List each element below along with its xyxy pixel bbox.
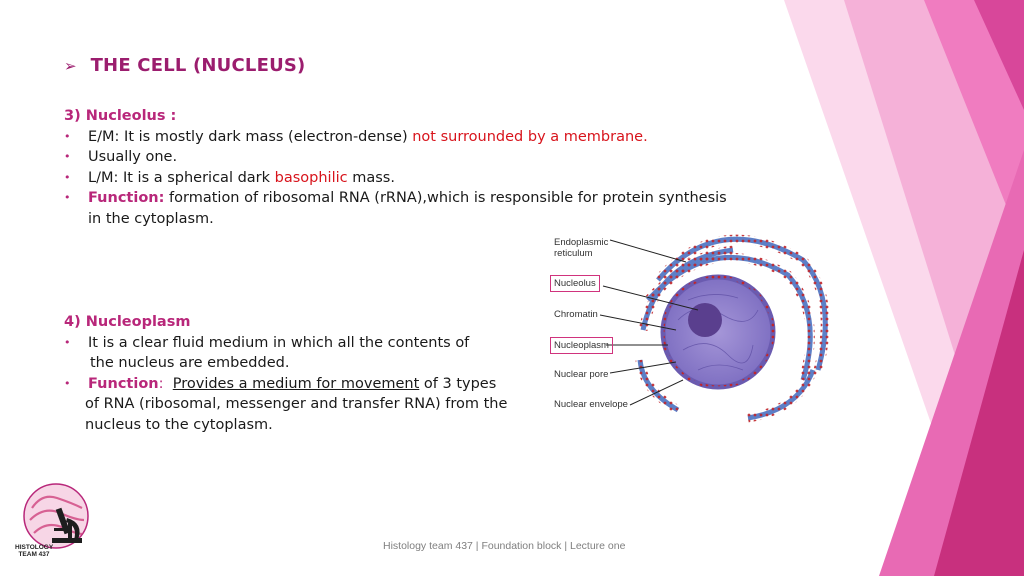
nucleoplasm-heading: 4) Nucleoplasm (64, 314, 191, 330)
rna-continuation-2: nucleus to the cytoplasm. (85, 416, 273, 433)
fluid-text: It is a clear fluid medium in which all … (88, 334, 470, 351)
logo-text: HISTOLOGY TEAM 437 (15, 544, 54, 558)
footer-text: Histology team 437 | Foundation block | … (383, 540, 626, 552)
lm-text: L/M: It is a spherical dark (88, 169, 275, 186)
highlight-text: basophilic (274, 169, 348, 186)
label-nucleolus: Nucleolus (550, 275, 600, 292)
label-nucleoplasm: Nucleoplasm (550, 337, 613, 354)
highlight-text: not surrounded by a membrane. (412, 128, 648, 145)
function-colon: : (158, 375, 164, 392)
types-text: of 3 types (419, 375, 497, 392)
function-continuation: in the cytoplasm. (88, 210, 214, 227)
decorative-side-shapes (784, 0, 1024, 576)
arrow-bullet-icon: ➢ (64, 56, 77, 75)
function-label: Function (88, 375, 159, 392)
dot-bullet-icon: • (64, 191, 71, 204)
dot-bullet-icon: • (64, 170, 71, 184)
list-item: • Function: Provides a medium for moveme… (64, 374, 544, 395)
nucleolus-heading: 3) Nucleolus : (64, 108, 177, 124)
label-chromatin: Chromatin (554, 309, 598, 320)
nucleus-illustration (599, 234, 830, 423)
list-item: • Usually one. (64, 147, 784, 168)
list-item: • Function: formation of ribosomal RNA (… (64, 188, 784, 209)
slide-title: THE CELL (NUCLEUS) (90, 55, 306, 76)
nucleoplasm-list: • It is a clear fluid medium in which al… (64, 333, 544, 436)
dot-bullet-icon: • (64, 335, 71, 349)
list-item: • E/M: It is mostly dark mass (electron-… (64, 127, 784, 148)
title-row: ➢ THE CELL (NUCLEUS) (64, 55, 306, 76)
nucleoplasm-section: 4) Nucleoplasm • It is a clear fluid med… (64, 312, 544, 435)
rna-continuation: of RNA (ribosomal, messenger and transfe… (85, 396, 508, 412)
em-text: E/M: It is mostly dark mass (electron-de… (88, 128, 413, 145)
function-label: Function: (88, 190, 165, 206)
list-item: • It is a clear fluid medium in which al… (64, 333, 544, 354)
underlined-text: Provides a medium for movement (172, 375, 420, 392)
nucleolus-section: 3) Nucleolus : • E/M: It is mostly dark … (64, 106, 784, 229)
dot-bullet-icon: • (64, 150, 71, 163)
nucleolus-list: • E/M: It is mostly dark mass (electron-… (64, 127, 784, 230)
nucleus-diagram: Endoplasmic reticulum Nucleolus Chromati… (548, 220, 838, 425)
dot-bullet-icon: • (64, 376, 71, 390)
lm-suffix: mass. (347, 169, 395, 186)
histology-team-logo (23, 483, 89, 549)
label-nuclear-pore: Nuclear pore (554, 369, 609, 380)
fluid-continuation: the nucleus are embedded. (90, 355, 290, 371)
label-endoplasmic-reticulum: Endoplasmic reticulum (554, 237, 609, 259)
function-text: formation of ribosomal RNA (rRNA),which … (164, 190, 727, 206)
label-nuclear-envelope: Nuclear envelope (554, 399, 628, 410)
nucleolus-shape (688, 303, 722, 337)
dot-bullet-icon: • (64, 129, 71, 143)
list-item: • L/M: It is a spherical dark basophilic… (64, 168, 784, 189)
usually-one-text: Usually one. (88, 149, 178, 165)
